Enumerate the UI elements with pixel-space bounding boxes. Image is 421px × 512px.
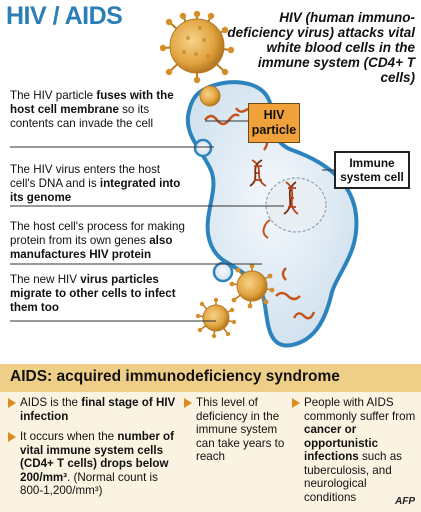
viral-rna-strand <box>262 219 271 239</box>
step-fusion: The HIV particle fuses with the host cel… <box>10 89 174 130</box>
viral-rna-strand <box>275 291 301 301</box>
immune-cell-label: Immune system cell <box>334 151 410 189</box>
callout-lines <box>10 120 334 322</box>
hiv-virus-small-icon <box>229 263 275 309</box>
afp-credit: AFP <box>395 496 415 507</box>
aids-section-background <box>0 392 421 512</box>
dna-helix-icon <box>283 181 299 215</box>
aids-heading-band: AIDS: acquired immunodeficiency syndrome <box>0 364 421 392</box>
bullet-triangle-icon <box>8 432 16 442</box>
hiv-virus-fusing-icon <box>199 85 221 107</box>
viral-rna-strand <box>204 113 240 126</box>
dna-helix-icon <box>249 159 267 187</box>
bullet-triangle-icon <box>292 398 300 408</box>
subtitle: HIV (human immuno-deficiency virus) atta… <box>227 10 415 85</box>
page-title: HIV / AIDS <box>6 2 123 30</box>
bullet-triangle-icon <box>8 398 16 408</box>
cell-bud <box>212 261 234 283</box>
viral-rna-strand <box>292 311 316 320</box>
hiv-virus-small-icon <box>195 297 237 339</box>
step-integration: The HIV virus enters the host cell's DNA… <box>10 163 181 204</box>
bullet-triangle-icon <box>184 398 192 408</box>
aids-bullet-final-stage: AIDS is the final stage of HIV infection <box>8 396 178 423</box>
step-migration: The new HIV virus particles migrate to o… <box>10 273 176 314</box>
aids-bullet-deficiency: This level of deficiency in the immune s… <box>184 396 288 464</box>
aids-heading: AIDS: acquired immunodeficiency syndrome <box>10 368 340 385</box>
viral-rna-strand <box>281 267 287 281</box>
hiv-particle-label: HIV particle <box>248 103 300 143</box>
aids-bullet-cd4-count: It occurs when the number of vital immun… <box>8 430 178 498</box>
aids-bullet-infections: People with AIDS commonly suffer from ca… <box>292 396 416 504</box>
cell-bud <box>193 138 213 158</box>
hiv-virus-icon <box>159 10 235 84</box>
step-protein: The host cell's process for making prote… <box>10 220 185 261</box>
cell-nucleus <box>265 177 327 233</box>
